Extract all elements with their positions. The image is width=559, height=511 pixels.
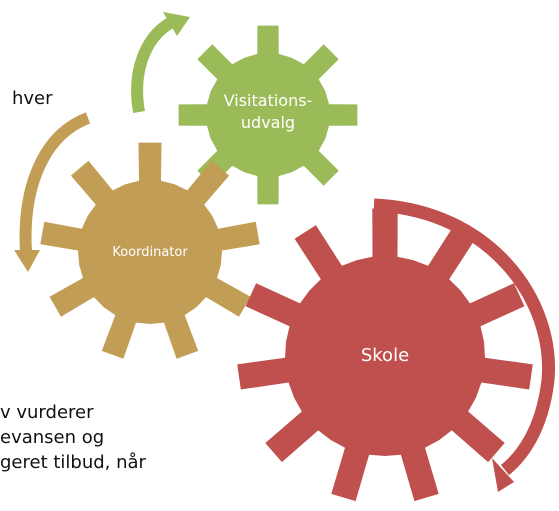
gear-visitation-shape [178, 25, 358, 205]
gear-visitation: Visitations- udvalg [178, 25, 358, 205]
gear-koordinator: Koordinator [40, 142, 260, 359]
gear-visitation-label-line2: udvalg [241, 113, 295, 132]
gear-skole-label: Skole [361, 345, 409, 366]
arrow-tan [14, 112, 91, 272]
gear-skole: Skole [237, 208, 533, 502]
gear-koordinator-shape [40, 142, 260, 359]
gear-koordinator-label: Koordinator [112, 245, 188, 260]
gear-visitation-label-line1: Visitations- [224, 91, 313, 110]
text-line: v vurderer [0, 402, 94, 423]
text-line: geret tilbud, når [0, 452, 146, 473]
text-fragment-bottom: v vurderer evansen og geret tilbud, når [0, 400, 146, 475]
gear-skole-shape [237, 208, 533, 502]
arrow-red [373, 198, 555, 492]
text-line: evansen og [0, 427, 105, 448]
arrow-green [131, 12, 190, 114]
text-fragment-top: hver [12, 88, 53, 109]
